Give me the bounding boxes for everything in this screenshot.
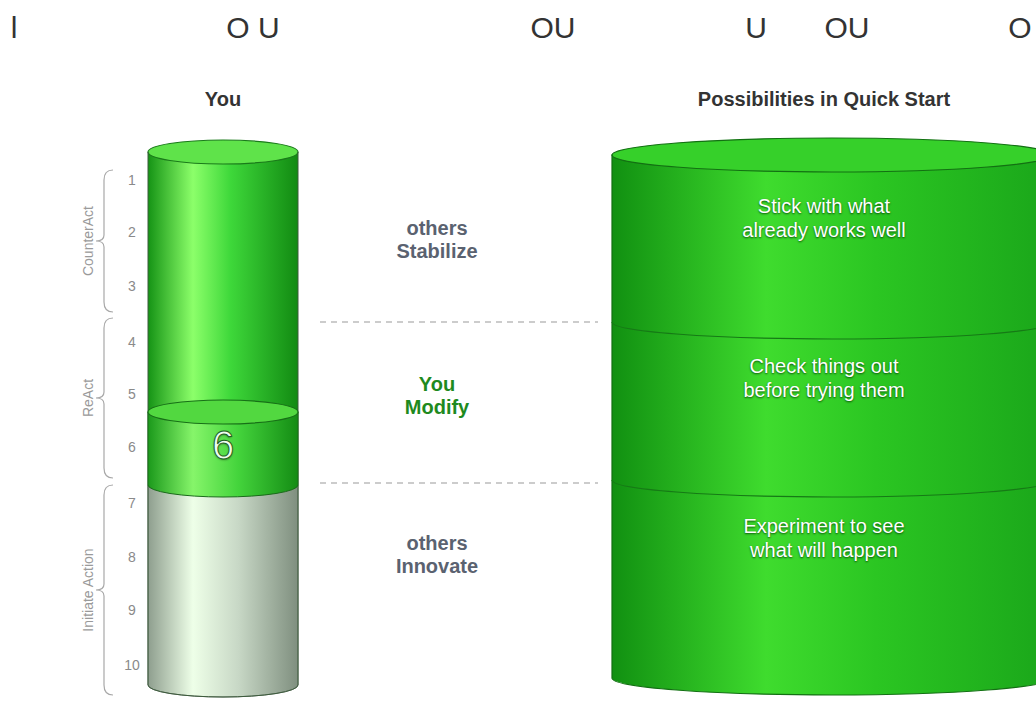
scale-number: 7 (128, 495, 136, 511)
cylinder-band: Check things out before trying them (612, 322, 1036, 480)
scale-number: 4 (128, 334, 136, 350)
dashed-divider (320, 482, 598, 483)
scale-number: 5 (128, 386, 136, 402)
scale-number: 8 (128, 549, 136, 565)
bracket-label: Initiate Action (80, 548, 96, 631)
cylinder: You6 (148, 140, 298, 705)
zone-label: others Stabilize (387, 217, 487, 263)
score-number: 6 (148, 423, 298, 468)
title-fragment: O U (226, 11, 279, 45)
title-fragment: l (11, 11, 18, 45)
title-fragment: U (745, 11, 767, 45)
scale-number: 3 (128, 278, 136, 294)
bracket (96, 170, 113, 312)
bracket-label: ReAct (80, 379, 96, 417)
dashed-divider (320, 321, 598, 322)
title-fragment: OU (531, 11, 576, 45)
scale-number: 1 (128, 172, 136, 188)
cylinder-band: Experiment to see what will happen (612, 480, 1036, 678)
zone-label: You Modify (387, 373, 487, 419)
band-text: Experiment to see what will happen (724, 514, 924, 562)
cylinder: 6 (148, 400, 298, 497)
scale-number: 2 (128, 224, 136, 240)
column-heading: You (148, 88, 298, 111)
cylinder: Possibilities in Quick StartStick with w… (612, 138, 1036, 705)
scale-number: 6 (128, 439, 136, 455)
bracket (96, 318, 113, 478)
band-text: Stick with what already works well (724, 194, 924, 242)
scale-number: 9 (128, 602, 136, 618)
cylinder-band: Stick with what already works well (612, 172, 1036, 322)
title-fragment: O (1008, 11, 1031, 45)
bracket-label: CounterAct (80, 206, 96, 276)
bracket (96, 485, 113, 695)
column-heading: Possibilities in Quick Start (612, 88, 1036, 111)
scale-number: 10 (124, 657, 140, 673)
zone-label: others Innovate (387, 532, 487, 578)
band-text: Check things out before trying them (724, 354, 924, 402)
title-fragment: OU (825, 11, 870, 45)
